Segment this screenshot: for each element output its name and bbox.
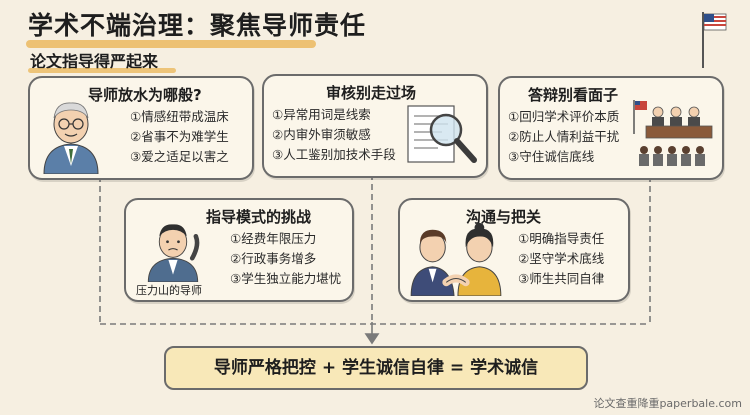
subtitle-underline: [28, 68, 176, 73]
card-list: ①异常用词是线索 ②内审外审须敏感 ③人工鉴别加技术手段: [272, 105, 396, 165]
illustration-caption: 压力山的导师: [136, 284, 202, 297]
list-item: ③爱之适足以害之: [130, 149, 229, 164]
list-item: ③学生独立能力堪忧: [230, 271, 342, 286]
card-list: ①明确指导责任 ②坚守学术底线 ③师生共同自律: [518, 229, 604, 289]
flag-icon: [702, 12, 727, 68]
card-defense-review: 答辩别看面子 ①回归学术评价本质 ②防止人情利益干扰 ③守住诚信底线: [498, 76, 724, 180]
card-title: 指导模式的挑战: [206, 208, 312, 226]
list-item: ③守住诚信底线: [508, 149, 595, 164]
card-guidance-challenges: 指导模式的挑战 压力山的导师 ①经费年限压力 ②行政事务增多 ③学生独立能力堪忧: [124, 198, 354, 302]
defense-committee-illustration: [633, 100, 713, 166]
list-item: ①回归学术评价本质: [508, 109, 620, 124]
list-item: ②坚守学术底线: [518, 251, 605, 266]
card-review-process: 审核别走过场 ①异常用词是线索 ②内审外审须敏感 ③人工鉴别加技术手段: [262, 74, 488, 178]
list-item: ②内审外审须敏感: [272, 127, 371, 142]
conclusion-formula: 导师严格把控 + 学生诚信自律 = 学术诚信: [164, 346, 588, 390]
stressed-mentor-illustration: [147, 224, 200, 282]
list-item: ①明确指导责任: [518, 231, 605, 246]
card-list: ①经费年限压力 ②行政事务增多 ③学生独立能力堪忧: [230, 229, 341, 289]
watermark: 论文查重降重paperbale.com: [593, 397, 742, 410]
list-item: ③人工鉴别加技术手段: [272, 147, 396, 162]
card-title: 答辩别看面子: [528, 86, 619, 104]
list-item: ③师生共同自律: [518, 271, 605, 286]
card-title: 审核别走过场: [326, 84, 417, 102]
list-item: ①经费年限压力: [230, 231, 317, 246]
list-item: ②行政事务增多: [230, 251, 317, 266]
title-underline: [26, 40, 316, 48]
list-item: ②防止人情利益干扰: [508, 129, 620, 144]
card-title: 导师放水为哪般?: [88, 86, 202, 104]
page-title: 学术不端治理：聚焦导师责任: [28, 11, 367, 40]
list-item: ②省事不为难学生: [130, 129, 229, 144]
card-title: 沟通与把关: [466, 208, 542, 226]
list-item: ①情感纽带成温床: [130, 109, 229, 124]
card-mentor-leniency: 导师放水为哪般? ①情感纽带成温床 ②省事不为难学生 ③爱之适足以害之: [28, 76, 254, 180]
magnifier-document-illustration: [407, 105, 477, 163]
card-communication-control: 沟通与把关 ①明确指导责任 ②坚守学术底线 ③师生共同自律: [398, 198, 630, 302]
card-list: ①回归学术评价本质 ②防止人情利益干扰 ③守住诚信底线: [508, 107, 619, 167]
list-item: ①异常用词是线索: [272, 107, 371, 122]
card-list: ①情感纽带成温床 ②省事不为难学生 ③爱之适足以害之: [130, 107, 229, 167]
handshake-illustration: [410, 222, 502, 296]
professor-illustration: [43, 102, 99, 174]
page-subtitle: 论文指导得严起来: [30, 52, 159, 71]
